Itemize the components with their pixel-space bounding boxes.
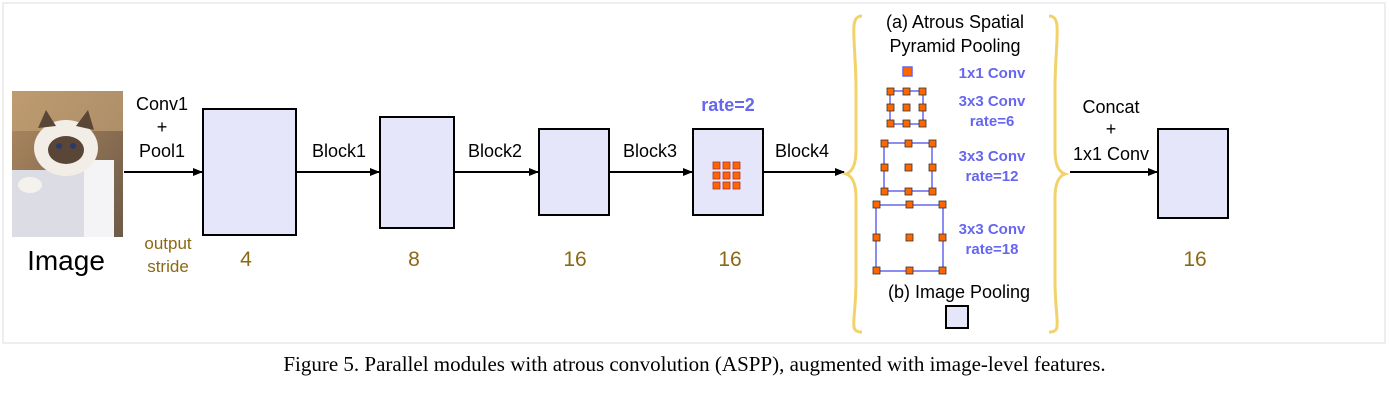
kernel-dot — [872, 200, 881, 209]
aspp-diagram: Image output stride Conv1 + Pool1 4 Bloc… — [2, 2, 1386, 344]
kernel-dot — [928, 187, 937, 196]
figure-caption: Figure 5. Parallel modules with atrous c… — [283, 352, 1106, 376]
kernel-dot — [732, 161, 741, 170]
atrous-kernel-rate-2 — [712, 161, 741, 190]
block1-label: Block1 — [312, 141, 366, 161]
kernel-dot — [880, 139, 889, 148]
kernel-dot — [902, 119, 911, 128]
feature-map-box-3 — [538, 128, 610, 216]
branch-2-label-line2: rate=6 — [970, 113, 1015, 130]
kernel-dot — [928, 163, 937, 172]
conv1-label: Conv1 — [136, 94, 188, 114]
kernel-dot — [872, 233, 881, 242]
stride-value-4: 16 — [718, 248, 741, 271]
concat-label: Concat — [1082, 97, 1139, 117]
kernel-dot — [886, 87, 895, 96]
branch-3-label-line1: 3x3 Conv — [959, 148, 1026, 165]
output-stride-label-line1: output — [144, 234, 192, 253]
concat-plus: + — [1106, 119, 1117, 139]
kernel-rate-6 — [886, 87, 927, 128]
kernel-dot — [905, 266, 914, 275]
branch-1-label: 1x1 Conv — [959, 65, 1026, 82]
aspp-title-line2: Pyramid Pooling — [889, 36, 1020, 56]
kernel-rate-12 — [880, 139, 937, 196]
kernel-dot — [886, 103, 895, 112]
kernel-dot — [880, 187, 889, 196]
image-pooling-label: (b) Image Pooling — [888, 282, 1030, 302]
kernel-dot — [928, 139, 937, 148]
kernel-dot — [732, 171, 741, 180]
kernel-dot — [712, 171, 721, 180]
block3-label: Block3 — [623, 141, 677, 161]
kernel-dot — [904, 187, 913, 196]
kernel-dot — [712, 181, 721, 190]
kernel-dot — [902, 87, 911, 96]
feature-map-box-2 — [379, 116, 455, 229]
kernel-dot — [904, 139, 913, 148]
stride-value-1: 4 — [240, 248, 252, 271]
feature-map-box-1 — [202, 108, 297, 236]
kernel-dot — [918, 87, 927, 96]
kernel-dot — [880, 163, 889, 172]
block4-label: Block4 — [775, 141, 829, 161]
stride-value-2: 8 — [408, 248, 420, 271]
kernel-rate-18 — [872, 200, 947, 275]
kernel-dot — [712, 161, 721, 170]
kernel-dot — [918, 103, 927, 112]
branch-2-label-line1: 3x3 Conv — [959, 93, 1026, 110]
pool1-label: Pool1 — [139, 141, 185, 161]
output-feature-map-box — [1157, 128, 1229, 219]
kernel-dot — [722, 161, 731, 170]
output-stride-label-line2: stride — [147, 257, 189, 276]
rate-2-label: rate=2 — [701, 95, 755, 115]
kernel-dot — [938, 266, 947, 275]
left-brace — [841, 14, 863, 334]
kernel-dot — [938, 233, 947, 242]
kernel-dot — [722, 171, 731, 180]
kernel-dot — [938, 200, 947, 209]
kernel-dot — [905, 233, 914, 242]
aspp-title-line1: (a) Atrous Spatial — [886, 12, 1024, 32]
branch-3-label-line2: rate=12 — [966, 168, 1019, 185]
branch-4-label-line1: 3x3 Conv — [959, 221, 1026, 238]
stride-value-3: 16 — [563, 248, 586, 271]
kernel-dot — [902, 103, 911, 112]
image-pooling-box — [945, 305, 969, 329]
kernel-dot — [732, 181, 741, 190]
image-label: Image — [27, 245, 105, 276]
concat-conv-label: 1x1 Conv — [1073, 144, 1149, 164]
cat-photo — [12, 91, 123, 237]
kernel-dot — [904, 163, 913, 172]
kernel-1x1 — [902, 66, 913, 77]
right-brace — [1048, 14, 1070, 334]
kernel-dot — [905, 200, 914, 209]
block2-label: Block2 — [468, 141, 522, 161]
branch-4-label-line2: rate=18 — [966, 241, 1019, 258]
conv1-plus: + — [157, 117, 168, 137]
kernel-dot — [918, 119, 927, 128]
kernel-dot — [722, 181, 731, 190]
stride-value-final: 16 — [1183, 248, 1206, 271]
kernel-dot — [886, 119, 895, 128]
kernel-dot — [872, 266, 881, 275]
